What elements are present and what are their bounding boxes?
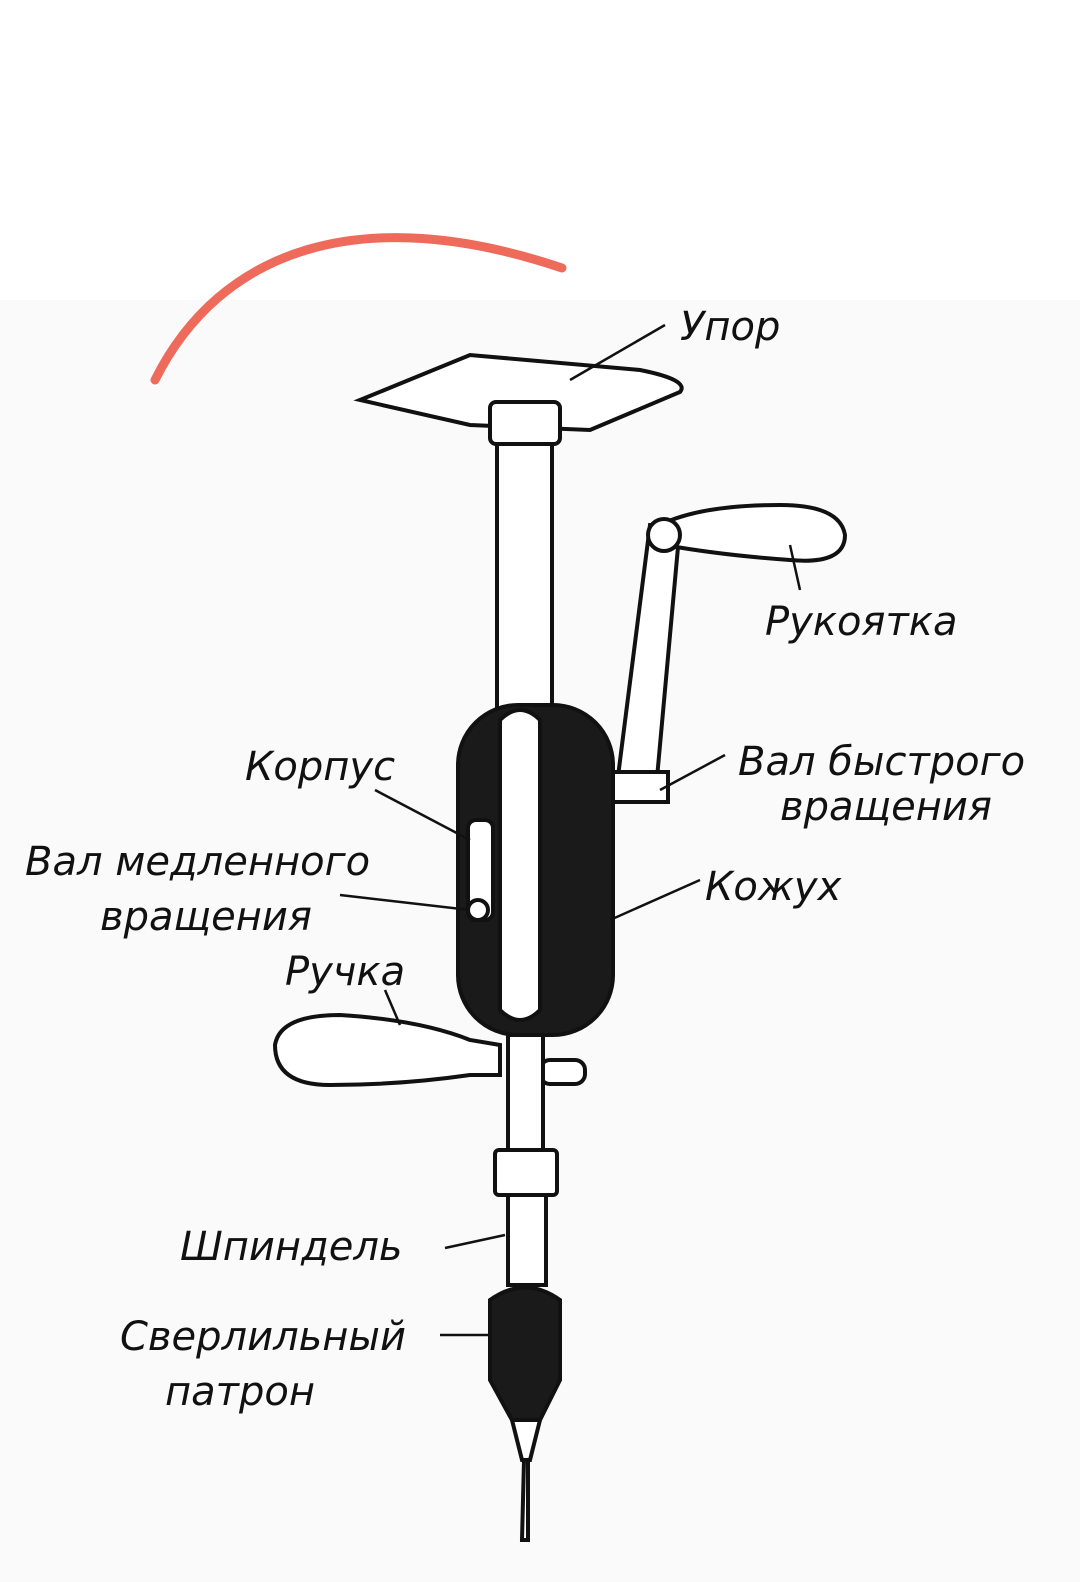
red-annotation-arc xyxy=(150,233,567,385)
main-shaft xyxy=(495,442,554,726)
label-korpus: Корпус xyxy=(245,744,395,790)
label-val-medlennogo-line1: Вал медленного xyxy=(25,839,370,885)
label-val-bystrogo-line2: вращения xyxy=(780,784,992,830)
label-shpindel: Шпиндель xyxy=(180,1224,402,1270)
label-ruchka: Ручка xyxy=(285,949,405,995)
label-val-bystrogo-line1: Вал быстрого xyxy=(738,739,1025,785)
label-upor: Упор xyxy=(680,304,780,350)
label-rukoyatka: Рукоятка xyxy=(765,599,957,645)
label-val-medlennogo-line2: вращения xyxy=(100,894,312,940)
leader-lines xyxy=(339,323,802,1337)
housing xyxy=(456,703,615,1037)
label-patron-line2: патрон xyxy=(165,1369,315,1415)
spindle-assembly xyxy=(488,1033,562,1542)
label-patron-line1: Сверлильный xyxy=(120,1314,406,1360)
label-kozhukh: Кожух xyxy=(705,864,842,910)
breast-plate xyxy=(353,352,684,446)
side-handle xyxy=(272,1012,587,1088)
crank xyxy=(606,502,848,804)
